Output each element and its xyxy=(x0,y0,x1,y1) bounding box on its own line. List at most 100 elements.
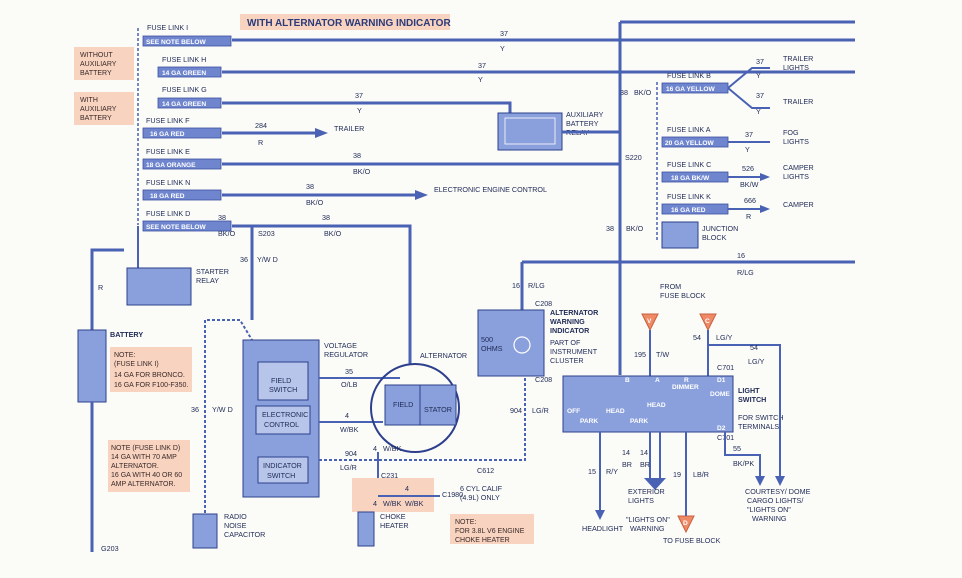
wire-label: 37 xyxy=(478,61,486,70)
courtesy-label: CARGO LIGHTS/ xyxy=(747,496,803,505)
eec-dest: ELECTRONIC ENGINE CONTROL xyxy=(434,185,547,194)
cluster-label: CLUSTER xyxy=(550,356,584,365)
wire-label: 55 xyxy=(733,444,741,453)
wire-label: 38 xyxy=(306,182,314,191)
warning-indicator-label: ALTERNATOR xyxy=(550,308,599,317)
fuse-link-d-tag xyxy=(142,220,232,232)
regulator-label: REGULATOR xyxy=(324,350,368,359)
wire-label: BK/O xyxy=(306,198,324,207)
wire-label: Y xyxy=(756,107,761,116)
camper-label: CAMPER xyxy=(783,200,814,209)
switch-pos-head: HEAD xyxy=(647,402,666,409)
wire-label: Y/W D xyxy=(257,255,278,264)
field-switch xyxy=(257,361,309,401)
electronic-control-label: ELECTRONIC xyxy=(262,410,308,419)
alternator-label: ALTERNATOR xyxy=(420,351,467,360)
splice-c208: C208 xyxy=(535,375,552,384)
wire-label: 38 xyxy=(620,88,628,97)
wire-label: 4 xyxy=(345,411,349,420)
wire-label: 4 xyxy=(373,499,377,508)
aux-battery-relay xyxy=(497,112,563,151)
choke-heater-label: CHOKE xyxy=(380,512,406,521)
note-fuse-link-d xyxy=(108,440,190,492)
wire-label: 904 xyxy=(345,449,357,458)
note-text: AUXILIARY xyxy=(80,106,117,113)
fuse-link-n-tag xyxy=(142,189,222,201)
wire-label: 19 xyxy=(673,470,681,479)
wire-label: Y xyxy=(357,106,362,115)
fuse-link-h-label: FUSE LINK H xyxy=(162,55,206,64)
note-calif: 6 CYL CALIF xyxy=(460,484,503,493)
wire-label: Y xyxy=(756,71,761,80)
from-fuse-label: FROM xyxy=(660,282,681,291)
wire-label: 37 xyxy=(756,91,764,100)
wire-label: 666 xyxy=(744,196,756,205)
terminal-a: A xyxy=(655,377,660,384)
wire-label: W/BK xyxy=(405,499,424,508)
trailer-lights-label: LIGHTS xyxy=(783,63,809,72)
wire-label: LG/R xyxy=(340,463,357,472)
battery xyxy=(77,329,107,403)
warning-indicator-label: WARNING xyxy=(550,317,585,326)
note-fuse-link-i xyxy=(110,347,192,392)
triangle-c-label: C xyxy=(705,318,710,325)
for-switch-label: TERMINALS xyxy=(738,422,779,431)
wire-label: R/Y xyxy=(606,467,618,476)
exterior-lights-label: EXTERIOR xyxy=(628,487,665,496)
ohms-label: 500 xyxy=(481,335,493,344)
courtesy-label: COURTESY/ DOME xyxy=(745,487,811,496)
from-fuse-label: FUSE BLOCK xyxy=(660,291,706,300)
wire-label: 38 xyxy=(218,213,226,222)
capacitor-label: RADIO xyxy=(224,512,247,521)
splice-c701: C701 xyxy=(717,363,734,372)
fuse-links-right: 16 GA YELLOW FUSE LINK B 37 Y TRAILER LI… xyxy=(661,54,814,221)
fuse-link-e-label: FUSE LINK E xyxy=(146,147,190,156)
switch-dome: DOME xyxy=(710,391,730,398)
wire-label: 54 xyxy=(693,333,701,342)
wire-b-lower xyxy=(727,87,770,109)
fog-lights-label: FOG xyxy=(783,128,799,137)
wire-label: BK/O xyxy=(626,224,644,233)
note-without-aux xyxy=(74,47,134,80)
choke-heater xyxy=(357,511,375,547)
trailer-dest: TRAILER xyxy=(334,124,364,133)
wire-label: 15 xyxy=(588,467,596,476)
note-text: (FUSE LINK I) xyxy=(114,361,159,368)
connector-v-triangle xyxy=(641,313,659,332)
junction-block-label: JUNCTION xyxy=(702,224,738,233)
indicator-switch-label: SWITCH xyxy=(267,471,295,480)
fuse-link-f-tag-text: 16 GA RED xyxy=(150,131,185,138)
arrow-courtesy-2 xyxy=(775,476,785,486)
fuse-link-k-label: FUSE LINK K xyxy=(667,192,711,201)
wire-54-right xyxy=(708,344,781,372)
wire-label: LG/Y xyxy=(748,357,765,366)
headlight-label: HEADLIGHT xyxy=(582,524,624,533)
trailer-lights-label: TRAILER xyxy=(783,54,813,63)
fuse-link-i-tag-text: SEE NOTE BELOW xyxy=(146,39,206,46)
note-text: FOR 3.8L V6 ENGINE xyxy=(455,528,525,535)
wire-label: R/LG xyxy=(528,281,545,290)
note-text: AMP ALTERNATOR. xyxy=(111,481,175,488)
splice-s220: S220 xyxy=(625,153,642,162)
wire-label: BR xyxy=(640,460,650,469)
cluster-label: INSTRUMENT xyxy=(550,347,598,356)
capacitor-label: CAPACITOR xyxy=(224,530,265,539)
wire-label: 284 xyxy=(255,121,267,130)
aux-relay-label: AUXILIARY xyxy=(566,110,604,119)
wire-label: Y/W D xyxy=(212,405,233,414)
field-label: FIELD xyxy=(393,400,413,409)
indicator-switch xyxy=(257,456,309,484)
junction-block-label: BLOCK xyxy=(702,233,727,242)
choke-heater-label: HEATER xyxy=(380,521,409,530)
wire-label: BK/PK xyxy=(733,459,754,468)
terminal-d2: D2 xyxy=(717,425,726,432)
note-text: ALTERNATOR. xyxy=(111,463,159,470)
wire-label: 37 xyxy=(355,91,363,100)
note-text: AUXILIARY xyxy=(80,61,117,68)
splice-c231: C231 xyxy=(381,471,398,480)
note-text: BATTERY xyxy=(80,70,112,77)
wire-label: LG/R xyxy=(532,406,549,415)
switch-pos-head: HEAD xyxy=(606,408,625,415)
wire-label: 4 xyxy=(405,484,409,493)
arrow-camper-lights xyxy=(760,173,770,181)
